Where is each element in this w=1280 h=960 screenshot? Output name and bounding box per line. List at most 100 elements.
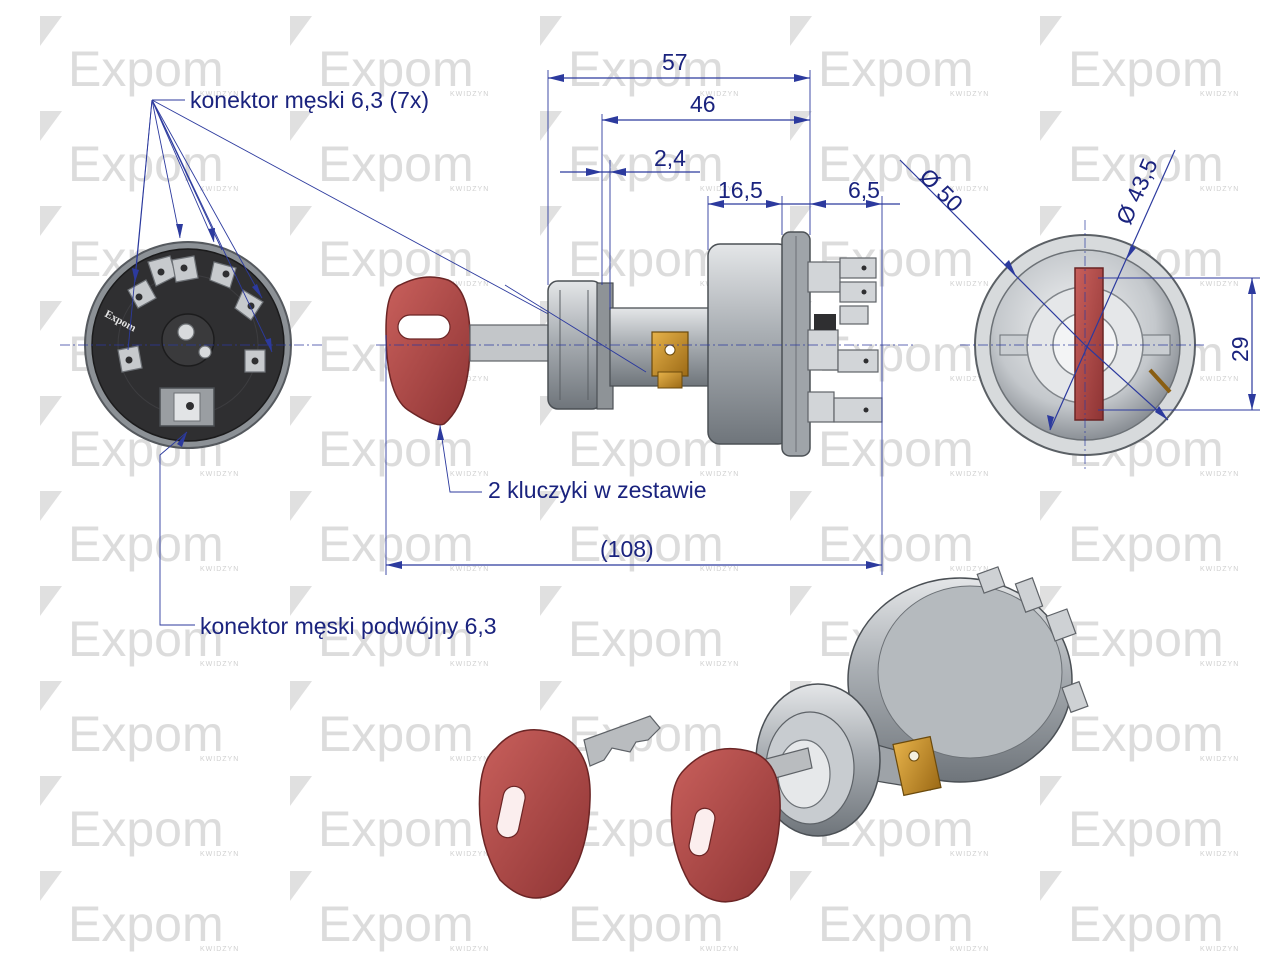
watermark-brand: Expom (1068, 801, 1224, 857)
watermark-mark (40, 16, 62, 46)
side-view-dimensions: 57 46 2,4 16,5 6,5 (108) (385, 49, 900, 575)
watermark-sub: KWIDZYN (200, 756, 239, 763)
watermark-sub: KWIDZYN (1200, 946, 1239, 953)
connector-double-leader (159, 431, 195, 626)
watermark-mark (540, 491, 562, 521)
watermark-sub: KWIDZYN (200, 946, 239, 953)
watermark-brand: Expom (818, 41, 974, 97)
watermark-mark (290, 206, 312, 236)
watermark-mark (540, 681, 562, 711)
watermark-brand: Expom (1068, 706, 1224, 762)
watermark-sub: KWIDZYN (200, 566, 239, 573)
watermark-sub: KWIDZYN (950, 566, 989, 573)
watermark-brand: Expom (1068, 136, 1224, 192)
watermark-brand: Expom (568, 896, 724, 952)
dim-16-5: 16,5 (718, 177, 763, 203)
watermark-sub: KWIDZYN (1200, 186, 1239, 193)
watermark-mark (290, 111, 312, 141)
watermark-sub: KWIDZYN (700, 661, 739, 668)
watermark-brand: Expom (318, 611, 474, 667)
watermark-mark (540, 206, 562, 236)
watermark-mark (290, 871, 312, 901)
side-view (376, 231, 915, 457)
watermark-sub: KWIDZYN (450, 946, 489, 953)
watermark-sub: KWIDZYN (700, 91, 739, 98)
watermark-sub: KWIDZYN (1200, 661, 1239, 668)
watermark-sub: KWIDZYN (950, 281, 989, 288)
watermark-sub: KWIDZYN (700, 566, 739, 573)
watermark-sub: KWIDZYN (450, 281, 489, 288)
watermark-mark (1040, 871, 1062, 901)
watermark-mark (790, 871, 812, 901)
watermark-sub: KWIDZYN (950, 471, 989, 478)
watermark-mark (290, 586, 312, 616)
watermark-brand: Expom (68, 801, 224, 857)
watermark-brand: Expom (318, 706, 474, 762)
watermark-sub: KWIDZYN (1200, 281, 1239, 288)
watermark-brand: Expom (568, 231, 724, 287)
watermark-mark (40, 301, 62, 331)
watermark-sub: KWIDZYN (200, 91, 239, 98)
watermark-mark (1040, 491, 1062, 521)
dim-2-4: 2,4 (654, 145, 686, 171)
watermark-brand: Expom (1068, 611, 1224, 667)
watermark-brand: Expom (818, 136, 974, 192)
isometric-view (478, 566, 1089, 903)
watermark-brand: Expom (68, 516, 224, 572)
watermark-brand: Expom (1068, 516, 1224, 572)
watermark-mark (290, 681, 312, 711)
watermark-mark (540, 16, 562, 46)
watermark-brand: Expom (568, 136, 724, 192)
watermark-sub: KWIDZYN (450, 756, 489, 763)
watermark-mark (1040, 16, 1062, 46)
watermark-mark (40, 396, 62, 426)
watermark-sub: KWIDZYN (450, 186, 489, 193)
watermark-sub: KWIDZYN (950, 851, 989, 858)
watermark-mark (790, 206, 812, 236)
watermark-mark (790, 16, 812, 46)
watermark-mark (40, 586, 62, 616)
watermark-brand: Expom (818, 516, 974, 572)
watermark-sub: KWIDZYN (1200, 756, 1239, 763)
watermark-sub: KWIDZYN (700, 946, 739, 953)
dim-46: 46 (690, 91, 716, 117)
watermark-sub: KWIDZYN (1200, 91, 1239, 98)
watermark-sub: KWIDZYN (700, 186, 739, 193)
watermark-mark (1040, 586, 1062, 616)
dim-57: 57 (662, 49, 688, 75)
watermark-mark (290, 776, 312, 806)
watermark-brand: Expom (568, 611, 724, 667)
watermark-sub: KWIDZYN (1200, 851, 1239, 858)
watermark-sub: KWIDZYN (200, 661, 239, 668)
watermark-sub: KWIDZYN (1200, 471, 1239, 478)
watermark-mark (40, 491, 62, 521)
watermark-mark (40, 681, 62, 711)
watermark-sub: KWIDZYN (1200, 566, 1239, 573)
watermark-sub: KWIDZYN (200, 186, 239, 193)
watermark-sub: KWIDZYN (450, 471, 489, 478)
watermark-brand: Expom (68, 41, 224, 97)
watermark-mark (40, 206, 62, 236)
watermark-mark (290, 301, 312, 331)
watermark-brand: Expom (68, 896, 224, 952)
watermark-mark (1040, 776, 1062, 806)
watermark-brand: Expom (318, 41, 474, 97)
watermark-mark (790, 111, 812, 141)
watermark-mark (290, 491, 312, 521)
watermark-mark (40, 871, 62, 901)
watermark-mark (40, 776, 62, 806)
dim-108: (108) (600, 536, 654, 562)
keys-label: 2 kluczyki w zestawie (488, 477, 707, 503)
watermark-brand: Expom (818, 421, 974, 477)
watermark-sub: KWIDZYN (450, 851, 489, 858)
watermark-sub: KWIDZYN (950, 946, 989, 953)
watermark-sub: KWIDZYN (450, 91, 489, 98)
watermark-brand: Expom (568, 421, 724, 477)
watermark-mark (40, 111, 62, 141)
watermark-sub: KWIDZYN (950, 91, 989, 98)
keys-leader (439, 424, 482, 493)
watermark-sub: KWIDZYN (200, 851, 239, 858)
watermark-sub: KWIDZYN (1200, 376, 1239, 383)
